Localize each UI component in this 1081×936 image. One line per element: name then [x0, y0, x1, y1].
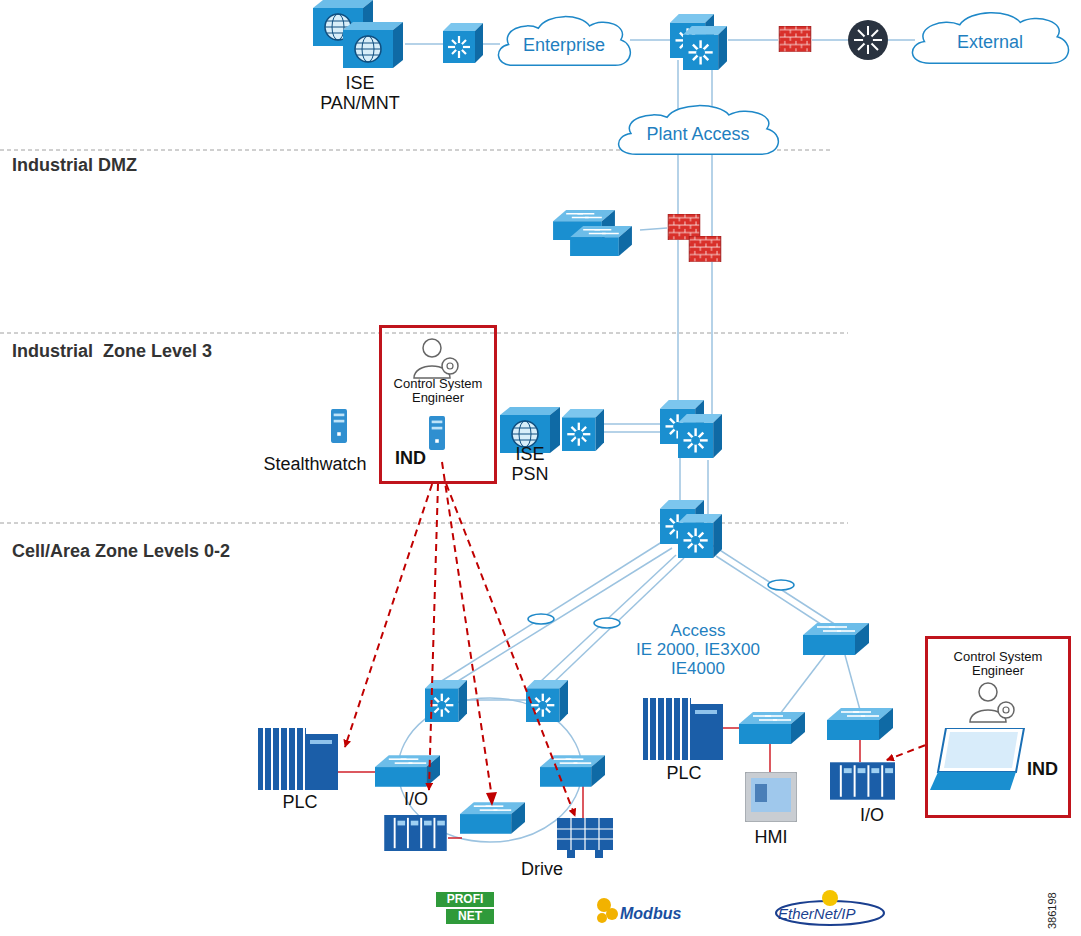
- modbus-logo: [597, 898, 618, 923]
- engineer-icon: [970, 683, 1014, 722]
- node-label: ISE PAN/MNT: [313, 74, 407, 114]
- engineer-box: Control System EngineerIND: [379, 325, 497, 484]
- logo-text: Modbus: [620, 905, 681, 923]
- node-label: HMI: [740, 828, 802, 848]
- engineer-icon: [414, 339, 458, 378]
- switch-icon: [570, 226, 632, 256]
- logo-text: PROFI: [447, 893, 484, 907]
- role-label: Control System Engineer: [931, 650, 1065, 679]
- laptop-icon: [930, 728, 1024, 790]
- router-icon: [678, 414, 722, 458]
- node-label: Stealthwatch: [255, 455, 375, 475]
- ise-node: ISE PAN/MNT: [313, 68, 407, 114]
- node-label: PLC: [640, 764, 728, 784]
- zone-label: Industrial DMZ: [12, 155, 137, 176]
- engineer-box: Control System EngineerIND: [925, 636, 1071, 818]
- node-label: Plant Access: [646, 125, 749, 145]
- drive-node: Drive: [520, 816, 620, 880]
- node-label: Enterprise: [523, 36, 605, 56]
- router-icon: [526, 680, 568, 722]
- plc-icon: [643, 698, 723, 760]
- external-router: [848, 20, 888, 60]
- drive-icon: [557, 818, 613, 858]
- plc-node: PLC: [255, 725, 345, 813]
- tool-label: IND: [1027, 760, 1067, 780]
- plc-icon: [258, 728, 338, 790]
- monitor-arrow: [442, 462, 497, 806]
- hmi-node: HMI: [740, 770, 802, 848]
- switch-icon: [460, 802, 525, 834]
- router-icon: [443, 23, 483, 63]
- stealthwatch-node: Stealthwatch: [255, 405, 375, 475]
- switch-icon: [739, 712, 805, 744]
- ethernetip-logo: [776, 890, 884, 925]
- plc-node: PLC: [640, 696, 728, 784]
- router-icon: [678, 514, 722, 558]
- hmi-icon: [745, 772, 797, 822]
- firewall-icon: [779, 26, 811, 52]
- role-label: Control System Engineer: [383, 377, 493, 406]
- access-label: IE4000: [671, 659, 725, 679]
- link-bundle: [528, 580, 794, 628]
- firewall-icon: [689, 236, 721, 262]
- node-label: I/O: [380, 790, 452, 810]
- dashed-arrow: [429, 484, 438, 790]
- zone-label: Cell/Area Zone Levels 0-2: [12, 541, 230, 562]
- node-label: I/O: [834, 806, 910, 826]
- switch-icon: [827, 708, 893, 740]
- profinet-logo: [436, 892, 494, 924]
- cloud-node: Plant Access: [612, 101, 784, 159]
- cloud-node: Enterprise: [493, 12, 635, 70]
- access-label: IE 2000, IE3X00: [636, 640, 760, 660]
- ise-appliance: [343, 22, 403, 68]
- router-icon: [683, 26, 727, 70]
- server-icon: [429, 416, 445, 450]
- access-label: Access: [671, 621, 726, 641]
- ise-node: ISE PSN: [498, 405, 562, 485]
- node-label: External: [957, 33, 1023, 53]
- router-icon: [562, 409, 604, 451]
- figure-number: 386198: [1046, 892, 1059, 929]
- zone-divider: [0, 150, 848, 523]
- cloud-outline: [498, 17, 630, 66]
- logo-text: EtherNet/IP: [778, 905, 856, 922]
- dashed-arrow: [345, 484, 432, 747]
- server-icon: [331, 409, 347, 443]
- tool-label: IND: [395, 449, 435, 469]
- node-label: Drive: [492, 860, 592, 880]
- switch-icon: [540, 755, 605, 787]
- cloud-node: External: [906, 8, 1074, 68]
- io-icon: [830, 762, 895, 799]
- cloud-outline: [619, 106, 779, 155]
- switch-icon: [803, 623, 869, 655]
- zone-label: Industrial Zone Level 3: [12, 341, 212, 362]
- node-label: PLC: [255, 793, 345, 813]
- node-label: ISE PSN: [498, 445, 562, 485]
- io-node: I/O: [826, 760, 902, 826]
- dashed-arrow: [446, 484, 575, 816]
- dashed-arrow: [887, 745, 925, 760]
- io-icon: [384, 815, 447, 851]
- io-node: I/O: [380, 790, 452, 852]
- network-link: [398, 40, 915, 842]
- cloud-outline: [912, 13, 1068, 63]
- logo-text: NET: [458, 910, 482, 924]
